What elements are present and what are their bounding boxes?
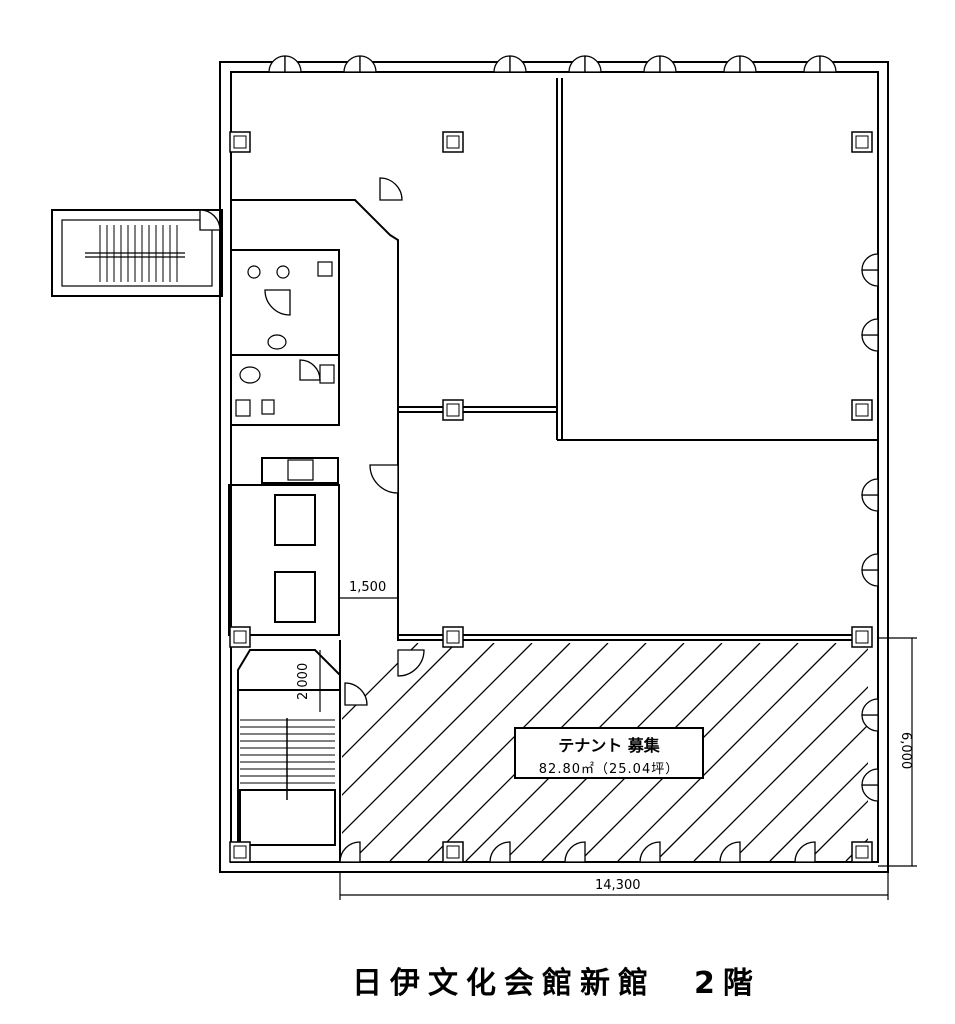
hatch-line — [922, 643, 955, 861]
doors — [199, 55, 879, 863]
door-swing-icon — [739, 55, 757, 73]
dimension-corridor: 1,500 — [349, 580, 387, 595]
door-swing-icon — [861, 553, 879, 571]
door-swing-icon — [199, 209, 221, 231]
door-swing-icon — [861, 784, 879, 802]
door-swing-icon — [861, 768, 879, 786]
column — [229, 626, 251, 648]
inner-wall — [230, 71, 879, 863]
interior-stair — [240, 718, 335, 800]
door-swing-icon — [861, 478, 879, 496]
dimension-tenant-depth: 6,000 — [898, 732, 913, 770]
column — [229, 131, 251, 153]
door-swing-icon — [639, 841, 661, 863]
door-swing-icon — [489, 841, 511, 863]
page-title: 日伊文化会館新館 2階 — [352, 966, 761, 1001]
column-inner — [233, 845, 247, 859]
column — [442, 131, 464, 153]
door-swing-icon — [861, 269, 879, 287]
door-swing-icon — [819, 55, 837, 73]
hatch-line — [655, 648, 868, 861]
column-inner — [855, 135, 869, 149]
hatch-line — [342, 643, 533, 834]
door-swing-icon — [343, 55, 361, 73]
column — [851, 626, 873, 648]
hatch-line — [351, 643, 571, 861]
hatch-line — [617, 643, 837, 861]
door-swing-icon — [861, 494, 879, 512]
door-swing-icon — [299, 359, 321, 381]
door-swing-icon — [861, 698, 879, 716]
door-swing-icon — [861, 253, 879, 271]
column-inner — [855, 845, 869, 859]
door-swing-icon — [369, 464, 399, 494]
hatch-line — [342, 643, 495, 796]
column — [851, 131, 873, 153]
door-swing-icon — [397, 649, 425, 677]
door-swing-icon — [379, 177, 403, 201]
tenant-area: 82.80㎡（25.04坪） — [538, 762, 680, 777]
column-inner — [855, 630, 869, 644]
door-swing-icon — [268, 55, 286, 73]
door-swing-icon — [264, 289, 291, 316]
door-swing-icon — [339, 841, 361, 863]
door-swing-icon — [803, 55, 821, 73]
door-swing-icon — [584, 55, 602, 73]
column-inner — [446, 630, 460, 644]
tenant-label-box: テナント 募集 82.80㎡（25.04坪） — [514, 727, 704, 779]
tenant-label: テナント 募集 — [558, 736, 660, 755]
door-swing-icon — [359, 55, 377, 73]
column-inner — [855, 403, 869, 417]
hatch-line — [342, 643, 457, 758]
column-inner — [446, 135, 460, 149]
door-swing-icon — [861, 569, 879, 587]
door-swing-icon — [643, 55, 661, 73]
door-swing-icon — [861, 334, 879, 352]
door-swing-icon — [493, 55, 511, 73]
column — [851, 841, 873, 863]
column — [229, 841, 251, 863]
exterior-stair — [51, 209, 223, 297]
hatch-line — [693, 686, 868, 861]
column-inner — [233, 630, 247, 644]
dimension-building-width: 14,300 — [595, 878, 641, 893]
door-swing-icon — [344, 682, 368, 706]
door-swing-icon — [719, 841, 741, 863]
door-swing-icon — [509, 55, 527, 73]
hatch-line — [769, 762, 868, 861]
columns — [229, 131, 873, 863]
hatch-line — [342, 643, 419, 720]
column-inner — [446, 403, 460, 417]
dimension-lines — [319, 597, 917, 900]
hatch-line — [884, 643, 955, 861]
door-swing-icon — [861, 318, 879, 336]
dimension-landing: 2,000 — [296, 662, 311, 700]
hatch-line — [389, 643, 609, 861]
partitions — [228, 78, 878, 862]
column — [442, 399, 464, 421]
column-inner — [446, 845, 460, 859]
door-swing-icon — [659, 55, 677, 73]
door-swing-icon — [284, 55, 302, 73]
toilet-fixtures — [235, 261, 335, 481]
column — [442, 626, 464, 648]
door-swing-icon — [568, 55, 586, 73]
column — [851, 399, 873, 421]
door-swing-icon — [794, 841, 816, 863]
column-inner — [233, 135, 247, 149]
hatch-line — [807, 800, 868, 861]
door-swing-icon — [564, 841, 586, 863]
door-swing-icon — [723, 55, 741, 73]
hatch-line — [731, 724, 868, 861]
outer-wall — [219, 61, 889, 873]
column — [442, 841, 464, 863]
